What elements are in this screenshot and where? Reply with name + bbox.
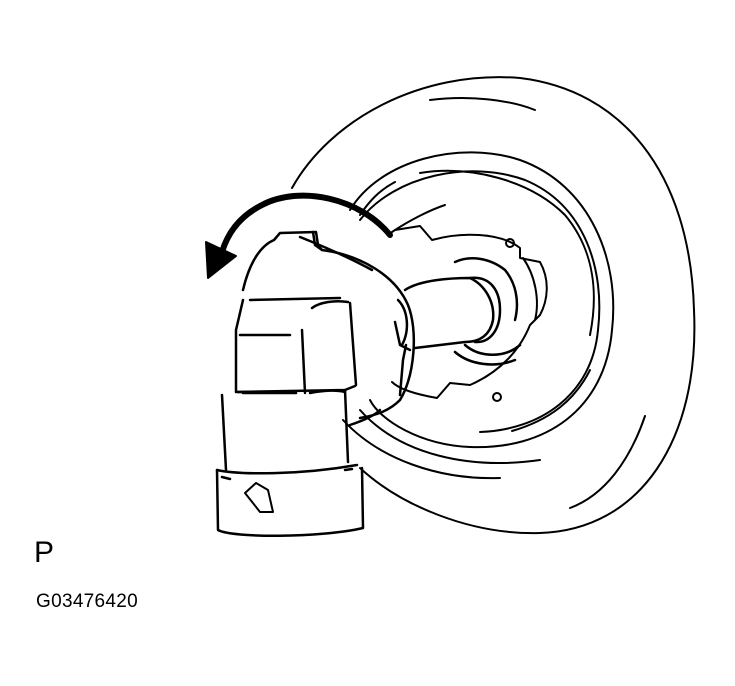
connector-bottom-collar	[215, 463, 365, 538]
bulb-neck[interactable]	[396, 257, 522, 366]
connector-middle	[220, 388, 382, 472]
lock-tab-icon	[244, 482, 274, 513]
figure-id-code: G03476420	[36, 591, 139, 612]
mount-rings	[342, 151, 615, 480]
bulb-flange	[391, 225, 548, 402]
rotation-arrow-icon	[205, 192, 393, 279]
bulb-socket[interactable]	[241, 230, 416, 420]
connector-upper-block	[234, 296, 358, 395]
headlight-housing	[291, 76, 696, 535]
figure-label: P	[34, 536, 55, 569]
